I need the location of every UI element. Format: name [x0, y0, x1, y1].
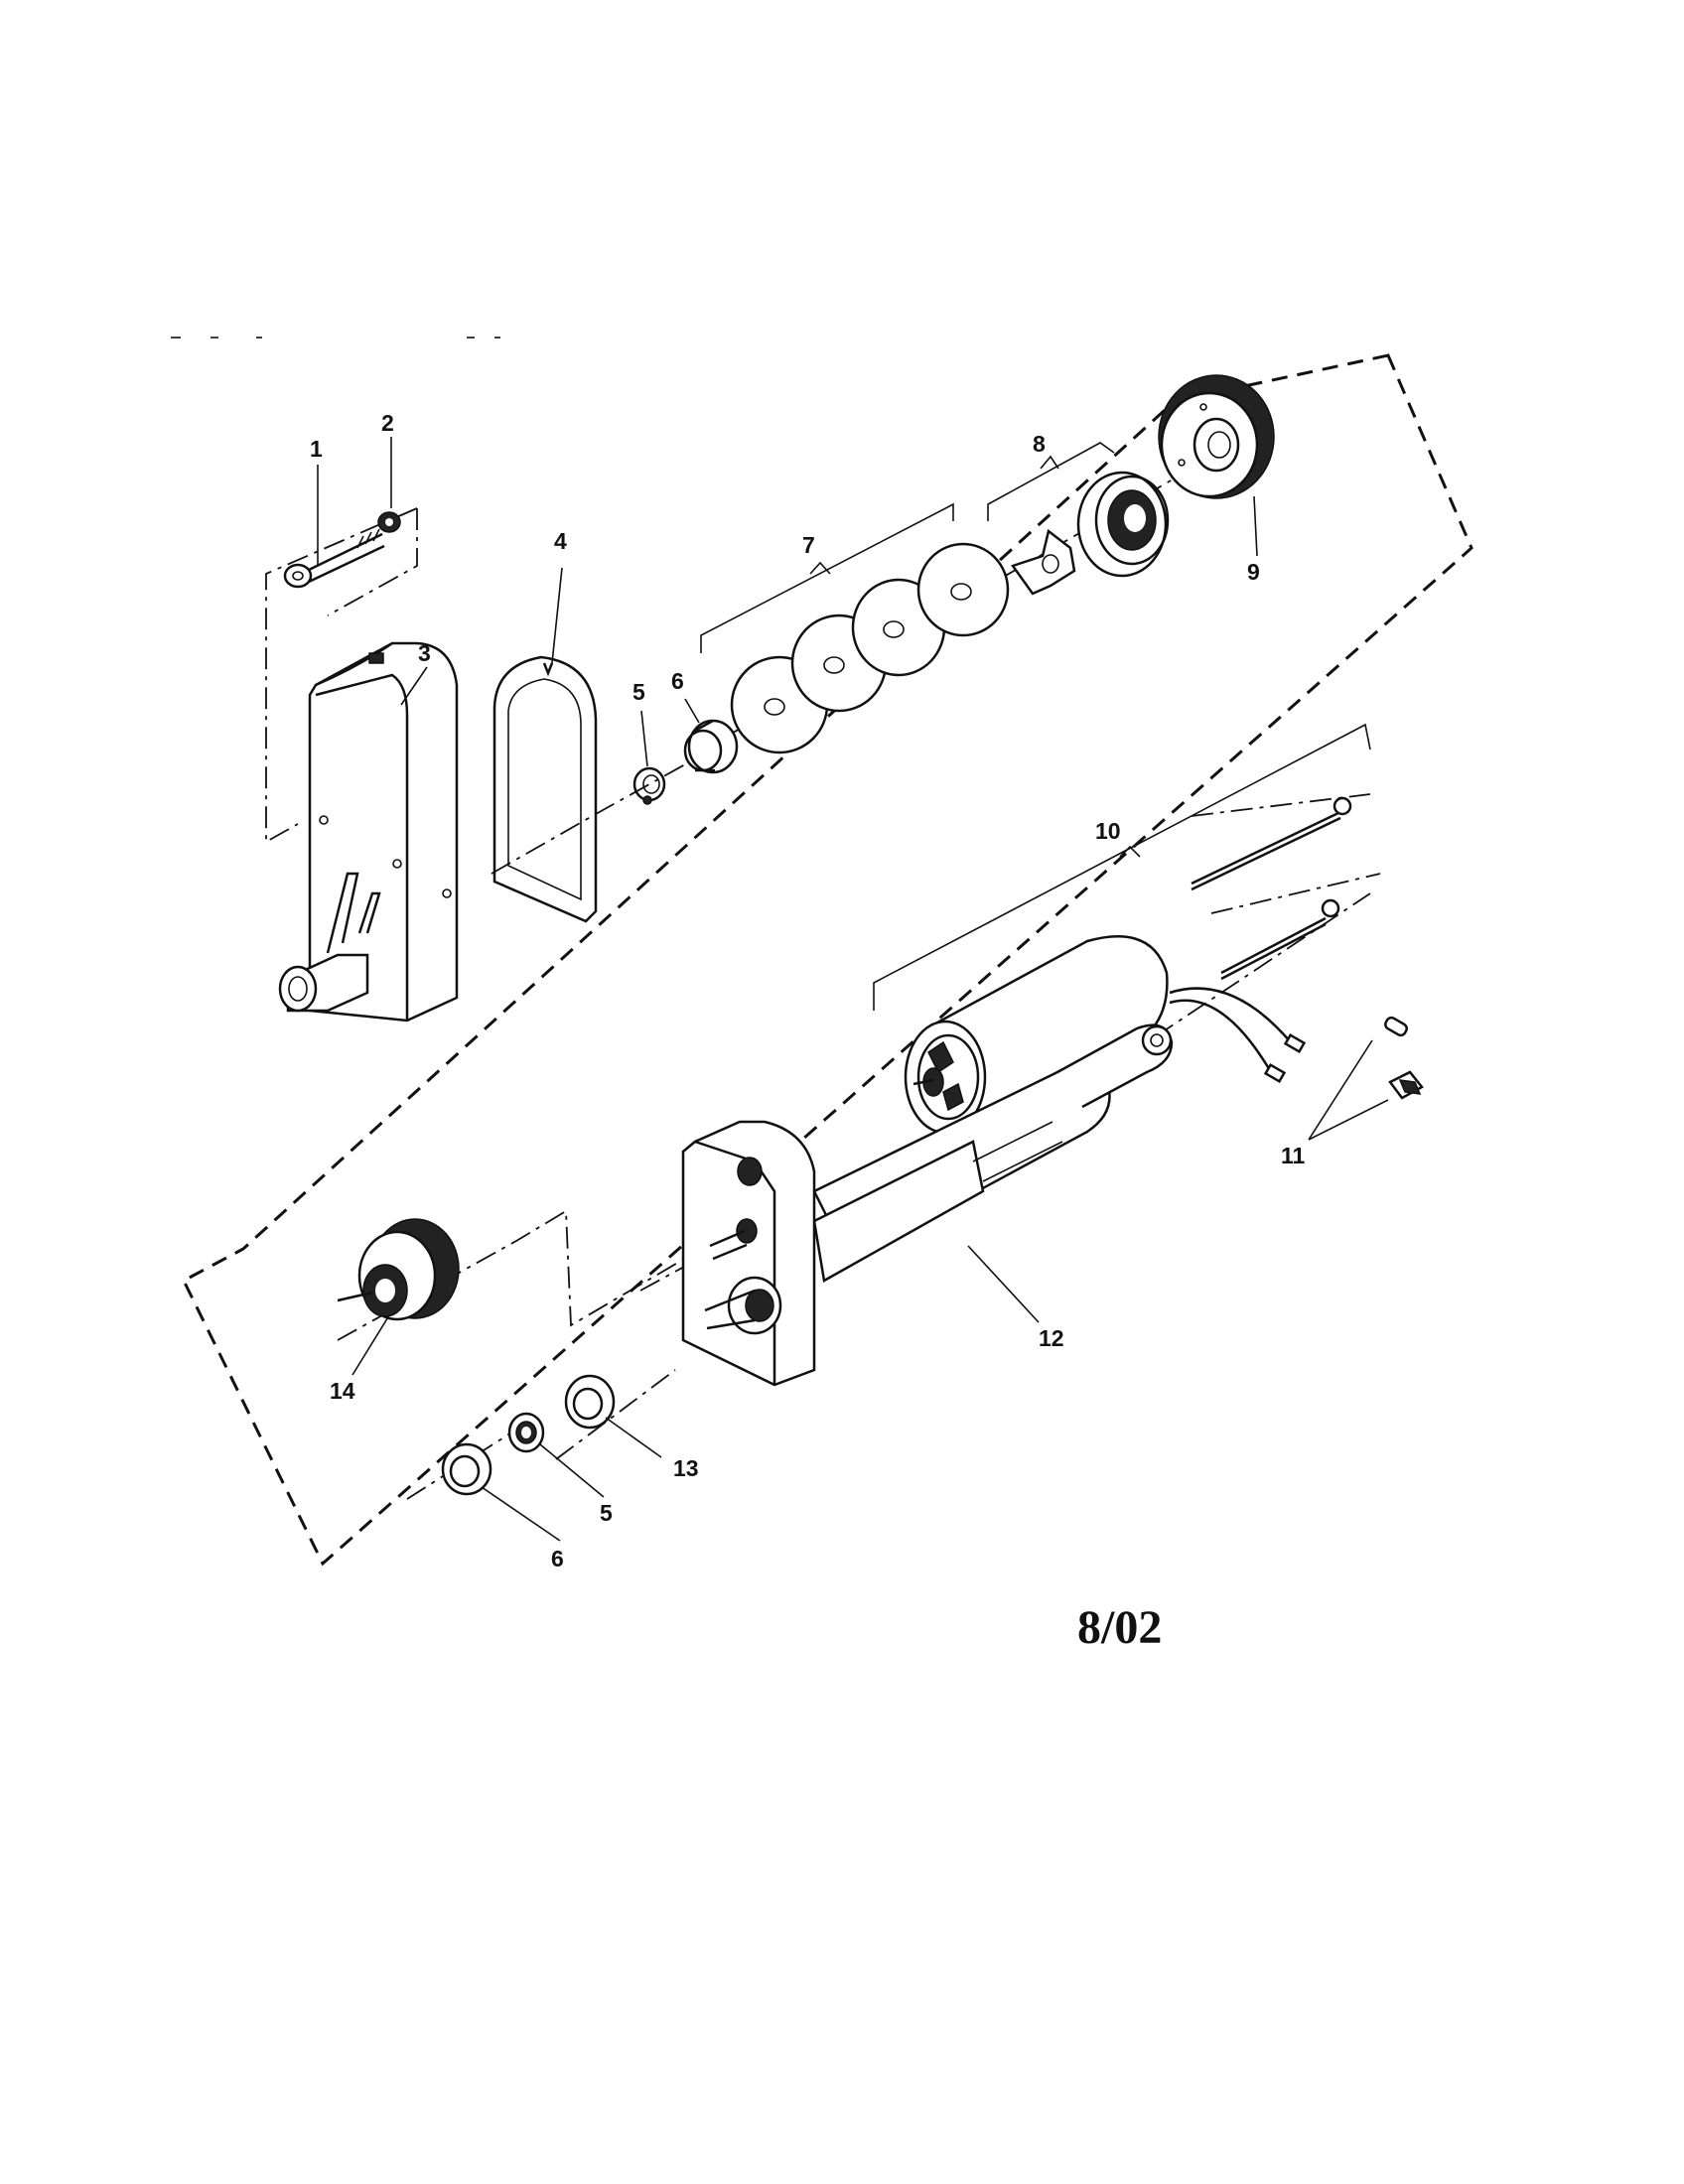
- small-gear-part-14: [337, 1218, 460, 1321]
- gasket-part-4: [492, 655, 598, 923]
- callout-5-upper: 5: [632, 679, 645, 705]
- callout-10: 10: [1095, 818, 1121, 844]
- actuator-part-12: [681, 1024, 1174, 1387]
- callout-8: 8: [1033, 431, 1046, 457]
- callout-11: 11: [1281, 1143, 1306, 1168]
- callout-5-lower: 5: [600, 1500, 613, 1526]
- callout-labels: 1 2 3 4 5 6 7 8 9 10 11 12 13 14 5 6: [310, 410, 1306, 1571]
- retaining-ring-part-5-lower: [507, 1412, 545, 1453]
- leader-lines: [317, 437, 1389, 1542]
- date-code: 8/02: [1077, 1601, 1162, 1654]
- retaining-ring-part-5-upper: [632, 766, 666, 805]
- callout-6-upper: 6: [671, 668, 684, 694]
- clutch-plates-part-7: [730, 542, 1010, 754]
- bushing-part-6-upper: [683, 719, 739, 774]
- callout-2: 2: [381, 410, 394, 436]
- callout-4: 4: [554, 528, 567, 554]
- callout-7: 7: [802, 532, 815, 558]
- washer-part-13: [564, 1374, 616, 1430]
- bolt-part-1: [283, 528, 385, 589]
- large-gear-part-9: [1158, 374, 1275, 499]
- callout-14: 14: [330, 1378, 355, 1404]
- callout-12: 12: [1039, 1325, 1064, 1351]
- callout-1: 1: [310, 436, 323, 462]
- clip-part-11: [1384, 1016, 1424, 1100]
- motor-part-10: [904, 796, 1352, 1135]
- callout-6-lower: 6: [551, 1546, 564, 1571]
- nut-part-2: [377, 511, 401, 533]
- callout-13: 13: [673, 1455, 699, 1481]
- coupler-part-8: [1010, 471, 1170, 596]
- bushing-part-6-lower: [441, 1442, 492, 1496]
- callout-3: 3: [418, 640, 431, 666]
- callout-9: 9: [1247, 559, 1260, 585]
- gear-housing-cover-part-3: [278, 641, 459, 1023]
